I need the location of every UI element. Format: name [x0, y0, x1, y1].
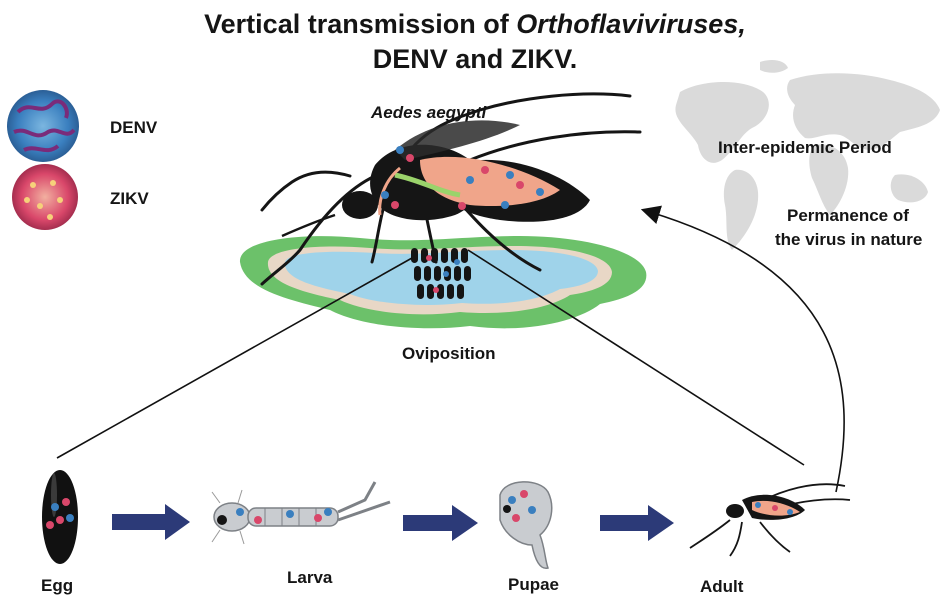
return-arrow — [650, 212, 844, 492]
species-label: Aedes aegypti — [371, 103, 486, 123]
connector-to-egg — [57, 258, 412, 458]
stage-label-adult: Adult — [700, 577, 743, 597]
inter-epidemic-label: Inter-epidemic Period — [718, 138, 892, 158]
diagram-title-line1: Vertical transmission of Orthoflavivirus… — [0, 8, 950, 40]
legend-zikv-label: ZIKV — [110, 189, 149, 209]
adult-stage-icon — [690, 484, 850, 556]
arrow-egg-to-larva — [112, 504, 190, 540]
permanence-label-line2: the virus in nature — [775, 230, 922, 250]
title-prefix: Vertical transmission of — [204, 9, 516, 39]
egg-stage-icon — [42, 470, 78, 564]
pupae-stage-icon — [500, 482, 552, 568]
stage-label-larva: Larva — [287, 568, 332, 588]
stage-arrows — [112, 504, 674, 541]
zikv-virus-icon — [12, 164, 78, 230]
diagram-title-line2: DENV and ZIKV. — [0, 43, 950, 75]
permanence-label-line1: Permanence of — [787, 206, 909, 226]
legend-denv-label: DENV — [110, 118, 157, 138]
arrow-larva-to-pupae — [403, 505, 478, 541]
title-italic: Orthoflaviviruses, — [516, 9, 746, 39]
denv-virus-icon — [7, 90, 79, 162]
larva-stage-icon — [212, 482, 390, 544]
stage-label-egg: Egg — [41, 576, 73, 596]
arrow-pupae-to-adult — [600, 505, 674, 541]
stage-label-pupae: Pupae — [508, 575, 559, 595]
oviposition-label: Oviposition — [402, 344, 496, 364]
